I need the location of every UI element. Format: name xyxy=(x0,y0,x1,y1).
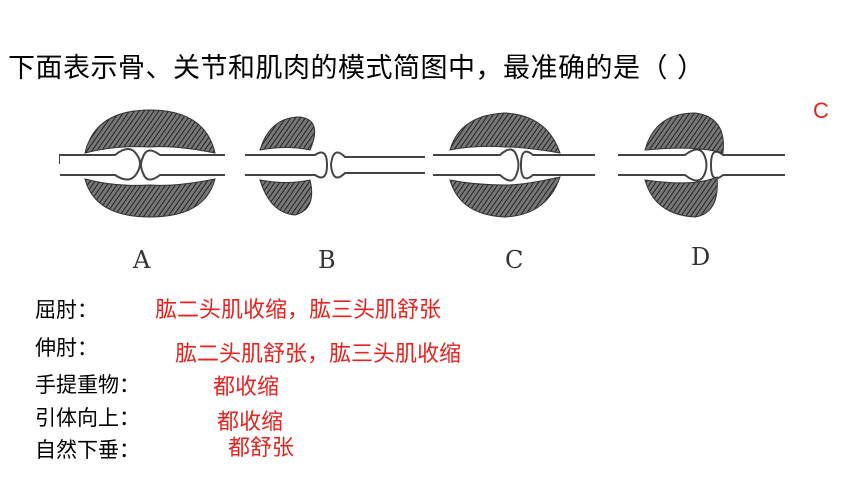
answer-letter: C xyxy=(813,98,829,123)
option-a-label: A xyxy=(132,246,151,274)
row-label-extend: 伸肘： xyxy=(35,336,98,360)
option-b-figure[interactable] xyxy=(245,116,425,216)
row-answer-flex: 肱二头肌收缩，肱三头肌舒张 xyxy=(155,298,442,323)
option-c-figure[interactable] xyxy=(433,112,595,218)
option-a-figure[interactable] xyxy=(59,109,225,218)
option-d-label: D xyxy=(691,243,710,271)
question-text: 下面表示骨、关节和肌肉的模式简图中，最准确的是（ ） xyxy=(8,53,705,84)
bone-joint-muscle-diagram: A B C D xyxy=(59,109,785,274)
row-label-flex: 屈肘： xyxy=(35,298,98,322)
option-c-label: C xyxy=(505,246,523,274)
row-answer-hang: 都舒张 xyxy=(228,436,295,461)
row-label-hang: 自然下垂： xyxy=(35,438,140,462)
row-label-pullup: 引体向上： xyxy=(35,406,140,430)
option-b-label: B xyxy=(318,246,336,274)
option-d-figure[interactable] xyxy=(618,112,785,218)
row-answer-pullup: 都收缩 xyxy=(217,410,284,435)
row-answer-carry: 都收缩 xyxy=(213,375,280,400)
row-label-carry: 手提重物： xyxy=(35,373,140,397)
row-answer-extend: 肱二头肌舒张，肱三头肌收缩 xyxy=(175,342,462,367)
